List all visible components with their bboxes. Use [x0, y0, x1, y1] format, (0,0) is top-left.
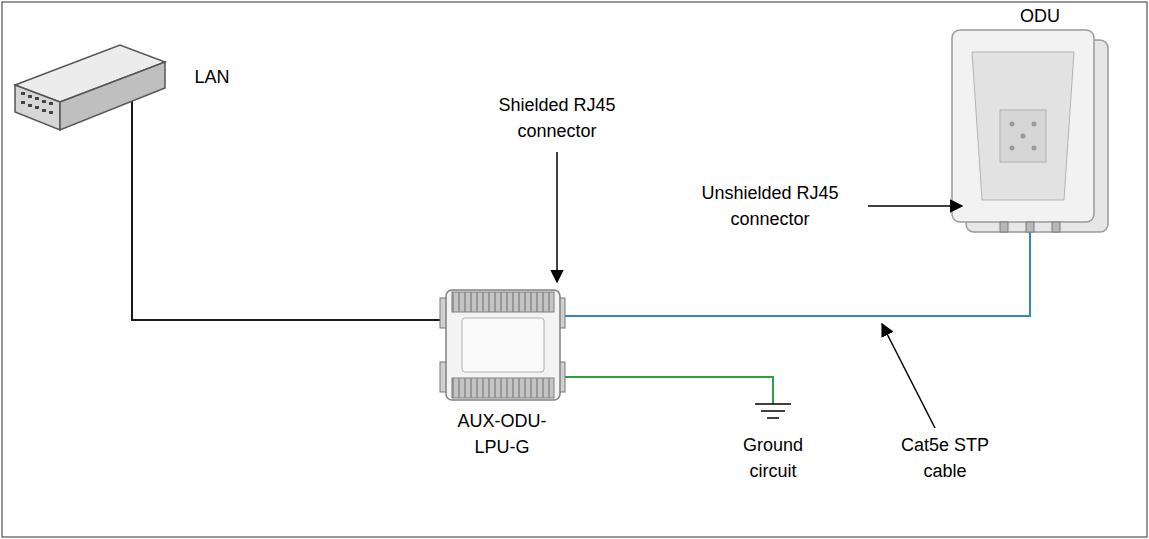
outdoor-unit: ODU	[945, 28, 1110, 232]
lightning-protection-unit: AUX-ODU-LPU-G	[440, 288, 565, 402]
node-label: AUX-ODU-LPU-G	[452, 408, 552, 460]
cable-connector	[565, 232, 1030, 316]
cable-connector	[132, 100, 440, 320]
node-label: ODU	[1010, 3, 1070, 29]
ground-symbol	[755, 404, 791, 418]
callout-label: Shielded RJ45 connector	[492, 92, 622, 144]
callout-label: Cat5e STP cable	[895, 432, 995, 484]
leader-arrows	[557, 152, 962, 428]
ground-circuit: Ground circuit	[755, 404, 791, 420]
odu-antenna-icon	[952, 30, 1108, 232]
callout-label: Unshielded RJ45 connector	[695, 180, 845, 232]
lan-switch-icon	[15, 45, 165, 130]
lan-switch: LAN	[15, 40, 165, 100]
node-label: LAN	[182, 64, 242, 90]
lpu-device-icon	[440, 290, 565, 400]
node-label: Ground circuit	[733, 432, 813, 484]
cable-connector	[565, 377, 773, 404]
